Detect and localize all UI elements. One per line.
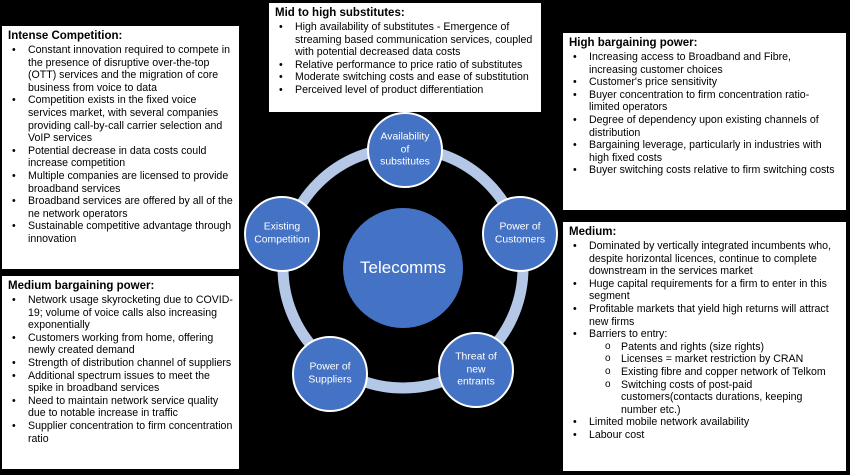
high-bargaining-box: High bargaining power: Increasing access…: [563, 33, 846, 210]
bullet-list: Network usage skyrocketing due to COVID-…: [8, 294, 233, 445]
list-item: Customer's price sensitivity: [569, 76, 840, 89]
list-item: Moderate switching costs and ease of sub…: [275, 71, 535, 84]
box-title: High bargaining power:: [569, 37, 698, 49]
list-item: High availability of substitutes - Emerg…: [275, 21, 535, 59]
list-item: Constant innovation required to compete …: [8, 44, 233, 94]
node-availability-label: Availability of substitutes: [380, 131, 430, 168]
list-item: Potential decrease in data costs could i…: [8, 145, 233, 170]
sub-list-item: Licenses = market restriction by CRAN: [569, 353, 840, 366]
bullet-list: Increasing access to Broadband and Fibre…: [569, 51, 840, 177]
box-title: Intense Competition:: [8, 30, 123, 42]
sub-list-item: Existing fibre and copper network of Tel…: [569, 366, 840, 379]
list-item: Additional spectrum issues to meet the s…: [8, 370, 233, 395]
list-item: Multiple companies are licensed to provi…: [8, 170, 233, 195]
list-item: Buyer switching costs relative to firm s…: [569, 164, 840, 177]
list-item: Dominated by vertically integrated incum…: [569, 240, 840, 278]
list-item: Bargaining leverage, particularly in ind…: [569, 139, 840, 164]
list-item: Network usage skyrocketing due to COVID-…: [8, 294, 233, 332]
box-title: Medium:: [569, 226, 617, 238]
box-title: Mid to high substitutes:: [275, 7, 405, 19]
list-item: Huge capital requirements for a firm to …: [569, 278, 840, 303]
bullet-list: Constant innovation required to compete …: [8, 44, 233, 246]
list-item: Relative performance to price ratio of s…: [275, 59, 535, 72]
node-customers: [482, 196, 558, 272]
node-competition: [244, 196, 320, 272]
center-label: Telecomms: [360, 258, 446, 277]
sub-list-item: Patents and rights (size rights): [569, 341, 840, 354]
node-suppliers: [292, 336, 368, 412]
list-item: Customers working from home, offering ne…: [8, 332, 233, 357]
sub-list-item: Switching costs of post-paid customers(c…: [569, 379, 840, 417]
list-item: Sustainable competitive advantage throug…: [8, 220, 233, 245]
list-item: Strength of distribution channel of supp…: [8, 357, 233, 370]
list-item: Labour cost: [569, 429, 840, 442]
medium-bargaining-box: Medium bargaining power: Network usage s…: [2, 276, 239, 469]
node-entrants-label: Threat of new entrants: [455, 351, 497, 388]
list-item: Perceived level of product differentiati…: [275, 84, 535, 97]
bullet-list: High availability of substitutes - Emerg…: [275, 21, 535, 97]
list-item: Competition exists in the fixed voice se…: [8, 94, 233, 144]
node-entrants: [438, 332, 514, 408]
center-node: [343, 208, 463, 328]
substitutes-box: Mid to high substitutes: High availabili…: [269, 3, 541, 112]
node-availability: [367, 112, 443, 188]
node-suppliers-label: Power of Suppliers: [308, 361, 352, 386]
list-item: Increasing access to Broadband and Fibre…: [569, 51, 840, 76]
node-customers-label: Power of Customers: [494, 221, 546, 246]
box-title: Medium bargaining power:: [8, 280, 155, 292]
list-item: Buyer concentration to firm concentratio…: [569, 89, 840, 114]
node-competition-label: Existing Competition: [254, 221, 310, 246]
list-item: Barriers to entry:: [569, 328, 840, 341]
list-item: Supplier concentration to firm concentra…: [8, 420, 233, 445]
list-item: Need to maintain network service quality…: [8, 395, 233, 420]
list-item: Limited mobile network availability: [569, 416, 840, 429]
list-item: Degree of dependency upon existing chann…: [569, 114, 840, 139]
intense-competition-box: Intense Competition: Constant innovation…: [2, 26, 239, 269]
list-item: Profitable markets that yield high retur…: [569, 303, 840, 328]
list-item: Broadband services are offered by all of…: [8, 195, 233, 220]
bullet-list: Dominated by vertically integrated incum…: [569, 240, 840, 442]
medium-entrants-box: Medium: Dominated by vertically integrat…: [563, 222, 846, 471]
